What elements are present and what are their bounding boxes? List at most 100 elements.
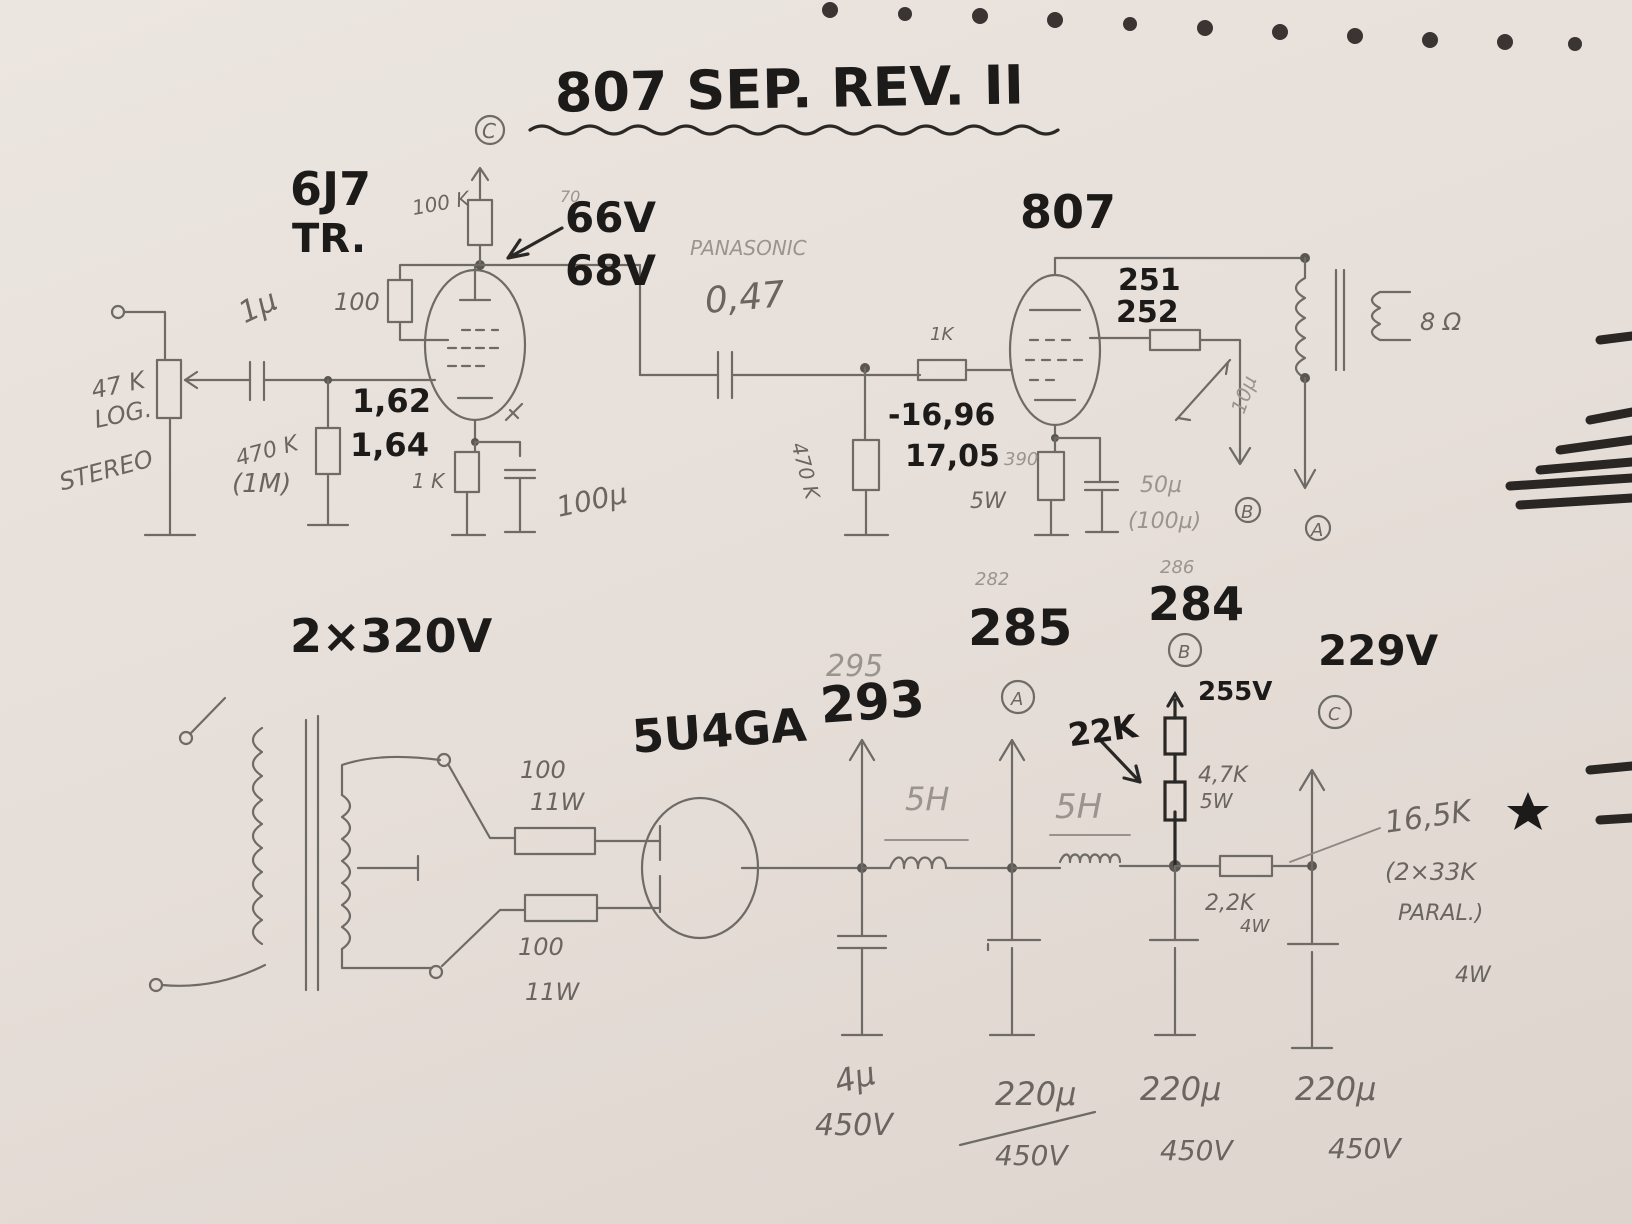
driver-plate-v2: 68V [565, 246, 656, 295]
node-c: C [1328, 704, 1341, 725]
driver-supply-node: C [482, 119, 496, 143]
filter-cap-3 [1286, 864, 1340, 1050]
output-grid-v2: 17,05 [905, 439, 1000, 474]
choke1-value: 5H [905, 780, 949, 818]
driver-screen-resistor [386, 278, 414, 324]
page-title: 807 SEP. REV. II [554, 53, 1024, 124]
filter3-cap-value: 220µ [1295, 1070, 1376, 1108]
filter2-cap-value: 220µ [1140, 1070, 1221, 1108]
driver-cathode-cap-value: 100µ [553, 477, 630, 524]
output-screen-v1: 251 [1118, 263, 1181, 298]
filter-cap-2 [1148, 864, 1200, 1037]
filter2-cap-voltage: 450V [1160, 1134, 1234, 1167]
node-c-top [474, 114, 506, 146]
psu-resistor-2 [523, 893, 599, 923]
interstage-coupling [638, 350, 1014, 537]
node-a-voltage: 285 [968, 599, 1072, 657]
output-screen-v2: 252 [1116, 295, 1179, 330]
coupling-cap-value: 0,47 [703, 274, 787, 322]
rectifier-cap [836, 866, 888, 1037]
driver-plate-resistor-value: 100 K [410, 186, 473, 220]
node-b-voltage: 284 [1148, 577, 1244, 631]
res-2k2-power: 4W [1240, 916, 1270, 937]
grid-resistor-alt: (1M) [232, 469, 291, 499]
res-165k-value: 16,5K [1383, 794, 1476, 841]
rect-voltage-old: 295 [826, 649, 883, 684]
speaker-impedance: 8 Ω [1420, 308, 1462, 336]
driver-cathode-v2: 1,64 [350, 426, 429, 464]
output-screen-cap-value: 10µ [1226, 373, 1262, 417]
output-cathode-resistor-value: 390 [1004, 449, 1038, 470]
power-transformer-secondary [340, 793, 352, 951]
node-b: B [1178, 642, 1190, 663]
output-grid-leak [851, 438, 881, 492]
grid-leak-value: 470 K [787, 440, 826, 504]
psu-165k-leader [1289, 827, 1381, 863]
node-b-voltage-2: 255V [1198, 677, 1272, 707]
driver-plate-v-old: 70 [560, 187, 580, 206]
choke-1 [888, 856, 948, 870]
res-2k2-value: 2,2K [1205, 891, 1256, 916]
res-165k-power: 4W [1455, 963, 1492, 988]
power-transformer-core [304, 714, 320, 992]
driver-cathode-resistor-value: 1 K [412, 469, 446, 493]
plate-node: A [1310, 520, 1323, 541]
grid-stopper-value: 1K [930, 324, 954, 345]
grid-resistor [314, 426, 342, 476]
rectifier-tube [640, 796, 760, 940]
psu-resistor-22k [1163, 716, 1187, 756]
psu-res2-value: 100 [518, 933, 564, 961]
output-cathode-cap-value: 50µ [1140, 473, 1182, 498]
star-mark [1507, 792, 1549, 830]
binder-holes [822, 2, 1582, 51]
output-tube [1008, 273, 1102, 427]
screen-node: B [1241, 502, 1253, 523]
output-screen-resistor [1148, 328, 1202, 352]
output-screen-cap [1174, 358, 1232, 422]
node-b-voltage-old: 286 [1160, 557, 1194, 578]
output-cathode-resistor-power: 5W [970, 489, 1007, 514]
node-a-voltage-old: 282 [975, 569, 1009, 590]
title-underline [528, 124, 1060, 136]
psu-res1-power: 11W [530, 788, 586, 816]
rect-cap-voltage: 450V [815, 1108, 895, 1143]
output-stage: A B [1008, 253, 1412, 542]
filter1-cap-voltage: 450V [995, 1139, 1069, 1172]
transformer-voltage: 2×320V [290, 609, 493, 663]
rectifier-label: 5U4GA [630, 698, 808, 764]
filter3-cap-voltage: 450V [1328, 1132, 1402, 1165]
psu-res1-value: 100 [520, 756, 566, 784]
pot-note: STEREO [56, 444, 156, 496]
res-165k-note: (2×33K [1385, 858, 1478, 886]
filter1-cap-value: 220µ [995, 1075, 1076, 1113]
psu-res2-power: 11W [525, 978, 581, 1006]
driver-cathode-resistor [453, 450, 481, 494]
volume-pot [155, 358, 183, 420]
rect-cap-value: 4µ [830, 1054, 879, 1101]
output-transformer-core [1334, 268, 1346, 372]
edge-scribbles [1505, 331, 1632, 825]
driver-tube-label: 6J7 [290, 162, 371, 216]
node-c-voltage: 229V [1318, 626, 1439, 675]
output-grid-v1: -16,96 [888, 398, 995, 433]
res-165k-note2: PARAL.) [1398, 901, 1483, 926]
node-a: A [1010, 689, 1023, 710]
psu-resistor-1 [513, 826, 597, 856]
driver-plate-arrow [506, 226, 564, 260]
input-cap-value: 1µ [233, 283, 282, 331]
rect-voltage: 293 [818, 670, 926, 735]
driver-screen-resistor-value: 100 [334, 288, 380, 316]
res-4k7-power: 5W [1200, 789, 1234, 813]
coupling-cap-brand: PANASONIC [690, 236, 807, 260]
driver-cathode-v1: 1,62 [352, 382, 431, 420]
driver-plate-resistor [466, 198, 494, 247]
filter-cap-1 [986, 866, 1042, 1037]
output-grid-stopper [916, 358, 968, 382]
choke2-value: 5H [1055, 787, 1102, 827]
output-cathode-cap-alt: (100µ) [1128, 509, 1201, 534]
input-stage [110, 304, 437, 537]
psu-resistor-2k2 [1218, 854, 1274, 878]
output-tube-label: 807 [1020, 185, 1116, 239]
